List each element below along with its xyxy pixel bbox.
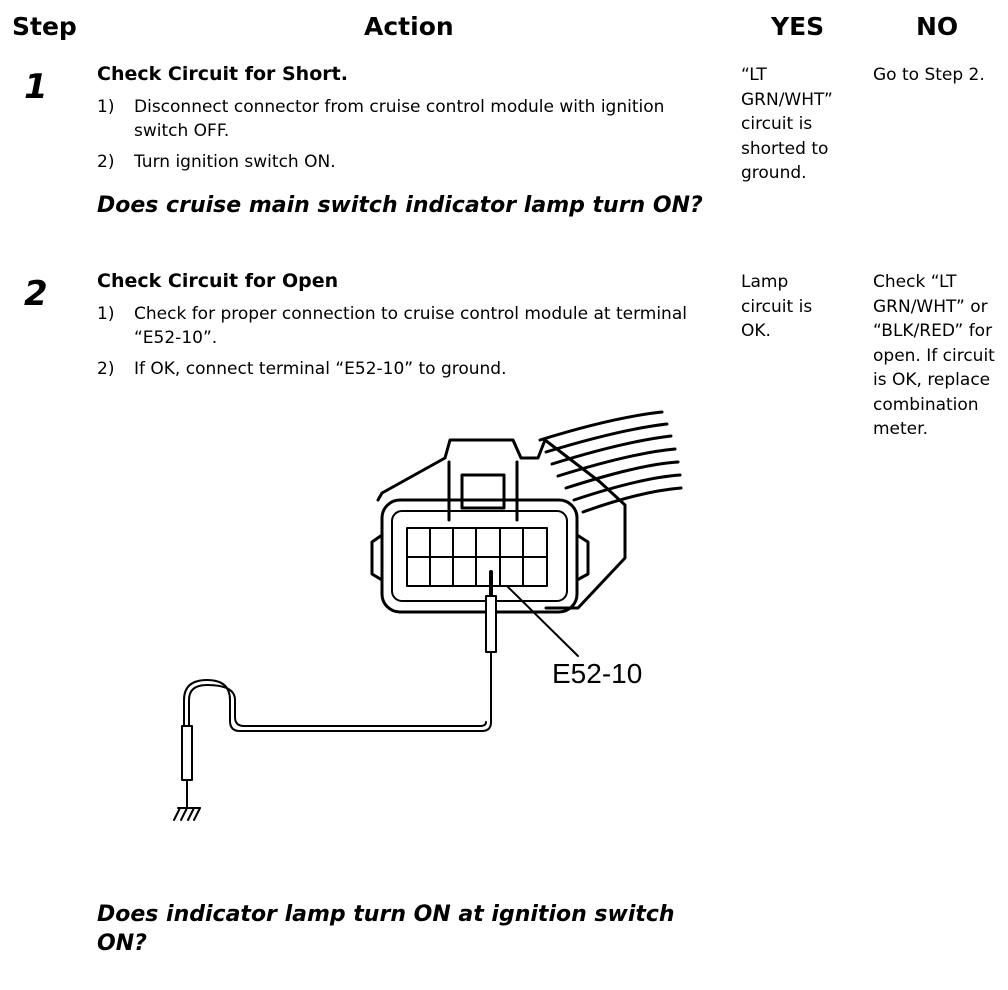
connector-latch-housing-icon [376,438,547,502]
connector-front-face-icon [380,498,579,614]
step-1-question: Does cruise main switch indicator lamp t… [97,193,703,218]
connector-lock-tab-icon [460,473,506,510]
substep-number: 2) [97,152,115,172]
ground-symbol-icon [173,807,201,821]
step-1-number: 1 [24,67,48,107]
harness-wires-icon [538,410,683,514]
substep-text: If OK, connect terminal “E52-10” to grou… [134,359,507,379]
step-1-no: Go to Step 2. [873,65,985,85]
step-2-question: Does indicator lamp turn ON at ignition … [97,902,675,956]
terminal-callout-label: E52-10 [552,658,643,689]
step-2-number: 2 [24,274,48,314]
callout-leader-line [506,585,579,657]
step-1-title: Check Circuit for Short. [97,63,348,85]
jumper-wire-icon [181,679,492,809]
substep-text: Check for proper connection to cruise co… [134,304,687,348]
step-2-yes: Lamp circuit is OK. [741,272,813,341]
step-2-no: Check “LT GRN/WHT” or “BLK/RED” for open… [873,272,995,439]
header-step: Step [12,12,77,41]
substep-text: Disconnect connector from cruise control… [134,97,665,141]
substep-number: 1) [97,304,115,324]
step-2-title: Check Circuit for Open [97,270,339,292]
step-1-yes: “LT GRN/WHT” circuit is shorted to groun… [741,65,833,183]
substep-number: 1) [97,97,115,117]
substep-number: 2) [97,359,115,379]
header-action: Action [364,12,454,41]
test-probe-icon [485,570,497,723]
connector-rear-body-icon [543,438,627,610]
substep-text: Turn ignition switch ON. [134,152,336,172]
header-yes: YES [771,12,825,41]
terminal-grid-icon [406,527,548,587]
header-no: NO [916,12,959,41]
